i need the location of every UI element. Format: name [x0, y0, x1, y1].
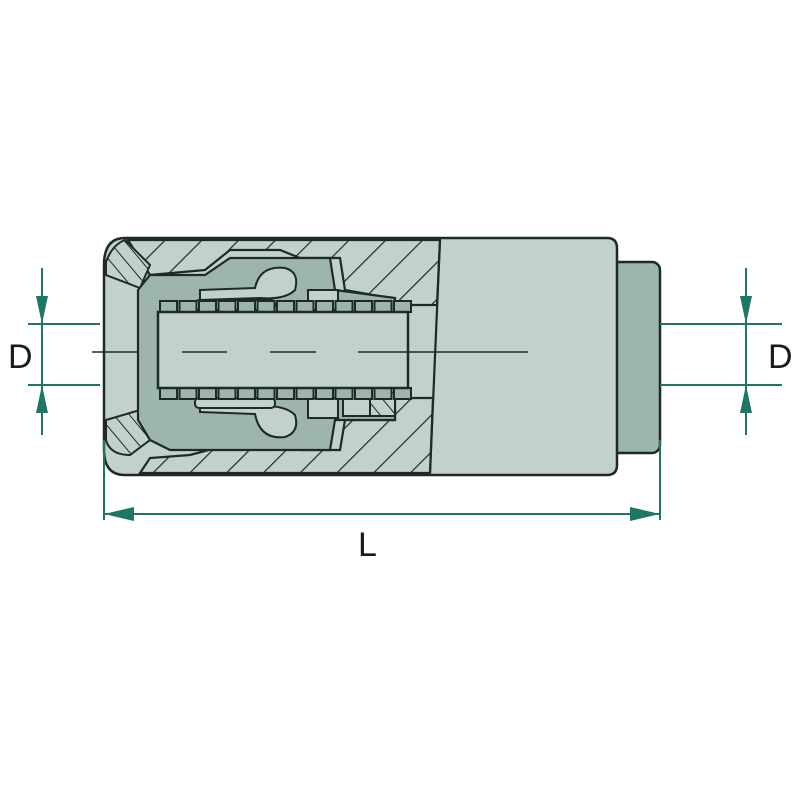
rib [354, 300, 373, 313]
rib [276, 300, 295, 313]
rib [334, 300, 354, 313]
bore-tube [156, 310, 410, 390]
rib [178, 387, 198, 400]
rib [256, 387, 276, 400]
spring-lobe-top [199, 266, 298, 302]
housing-edge [428, 239, 442, 474]
rib [295, 300, 315, 313]
rib [295, 387, 315, 400]
rib [393, 300, 412, 313]
ribbed-strips [159, 300, 412, 400]
label-d-right: D [768, 338, 793, 376]
rib [217, 387, 237, 400]
rib [198, 387, 217, 400]
rib [198, 300, 217, 313]
rib [315, 300, 334, 313]
rib [237, 387, 256, 400]
rib [217, 300, 237, 313]
dimension-l [103, 440, 661, 521]
nose-ring-top [105, 238, 152, 290]
rib [393, 387, 412, 400]
rib [373, 387, 393, 400]
rib [315, 387, 334, 400]
rib [276, 387, 295, 400]
rib [256, 300, 276, 313]
label-d-left: D [8, 338, 33, 376]
seal-block-bottom [307, 397, 339, 419]
dimension-d-right [660, 268, 782, 435]
dimension-d-left [28, 268, 100, 435]
label-l: L [358, 526, 377, 564]
rib [178, 300, 198, 313]
rib [159, 300, 178, 313]
rib [354, 387, 373, 400]
rib [159, 387, 178, 400]
rib [334, 387, 354, 400]
rib [373, 300, 393, 313]
rib [237, 300, 256, 313]
